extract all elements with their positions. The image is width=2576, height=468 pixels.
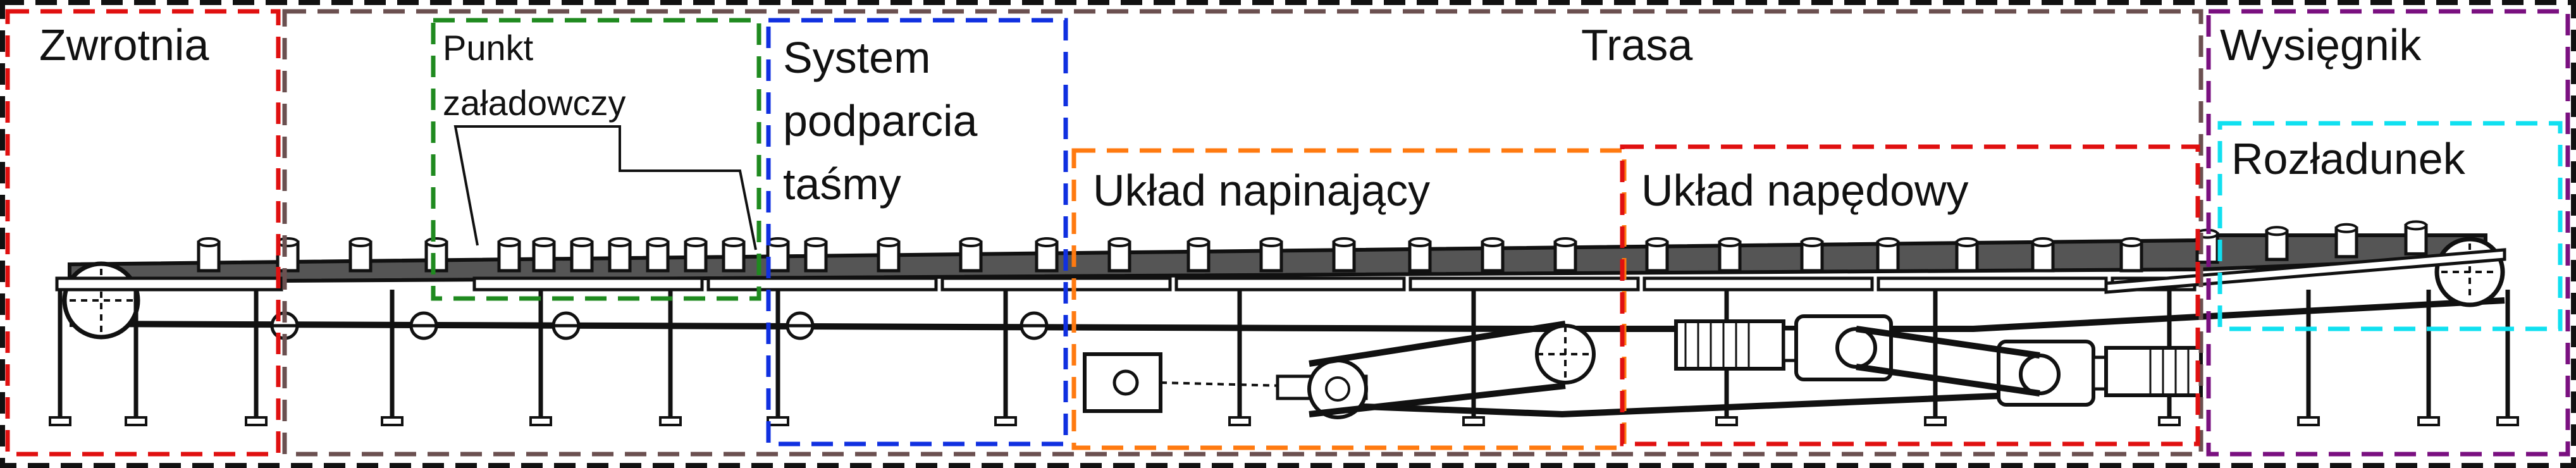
- idler-cap: [425, 237, 448, 247]
- idler-cap: [2335, 223, 2358, 233]
- leg-foot: [2158, 416, 2181, 426]
- idler-cap: [2031, 237, 2054, 247]
- label-zwrotnia: Zwrotnia: [39, 20, 209, 70]
- idler-cap: [1408, 237, 1431, 247]
- leg-foot: [245, 416, 268, 426]
- idler-roll: [1408, 240, 1432, 273]
- frame-rail: [472, 276, 704, 292]
- label-system-line2: podparcia: [783, 96, 978, 145]
- idler-cap: [533, 237, 555, 247]
- frame-rail: [706, 276, 938, 292]
- label-punkt-line2: załadowczy: [443, 83, 626, 123]
- leg-foot: [767, 416, 789, 426]
- leg-foot: [659, 416, 682, 426]
- conveyor-machine: [49, 125, 2519, 426]
- leg-foot: [2417, 416, 2440, 426]
- idler-cap: [1481, 237, 1504, 247]
- idler-roll: [1800, 240, 1824, 273]
- leg-foot: [2297, 416, 2320, 426]
- idler-cap: [276, 237, 299, 247]
- idler-cap: [498, 237, 521, 247]
- label-system-line1: System: [783, 33, 930, 82]
- idler-cap: [1260, 237, 1283, 247]
- idler-cap: [722, 237, 745, 247]
- idler-cap: [1877, 237, 1899, 247]
- frame-rail: [940, 276, 1172, 292]
- leg-foot: [529, 416, 552, 426]
- idler-cap: [349, 237, 372, 247]
- boom-rail: [2104, 248, 2506, 294]
- idler-roll: [1876, 240, 1900, 273]
- frame-rail: [55, 276, 283, 292]
- return-idlers: [270, 311, 1049, 340]
- idler-cap: [2120, 237, 2143, 247]
- leg-foot: [1462, 416, 1485, 426]
- idler-cap: [1646, 237, 1668, 247]
- leg-foot: [1228, 416, 1251, 426]
- loading-point-leader: [453, 125, 757, 250]
- label-rozladunek: Rozładunek: [2231, 134, 2466, 183]
- label-punkt-line1: Punkt: [443, 28, 534, 68]
- idler-cap: [959, 237, 982, 247]
- frame-rail: [1174, 276, 1406, 292]
- leg-foot: [381, 416, 404, 426]
- carrying-idlers: [197, 220, 2428, 273]
- leg-foot: [994, 416, 1017, 426]
- leg-foot: [49, 416, 71, 426]
- frame-rail: [1877, 276, 2108, 292]
- trasa-frame: [282, 9, 2203, 457]
- head-pulley: [2434, 237, 2505, 307]
- idler-cap: [1801, 237, 1823, 247]
- idler-cap: [2405, 220, 2427, 231]
- system-frame: [766, 18, 1068, 446]
- idler-cap: [1718, 237, 1741, 247]
- leg-foot: [2496, 416, 2519, 426]
- napedowy-frame: [1620, 144, 2200, 446]
- idler-roll: [684, 240, 708, 273]
- punkt-frame: [431, 18, 761, 301]
- leg-foot: [125, 416, 147, 426]
- idler-cap: [684, 237, 707, 247]
- tail-pulley: [62, 261, 140, 340]
- idler-cap: [1187, 237, 1210, 247]
- zwrotnia-frame: [5, 9, 281, 457]
- leg-foot: [1715, 416, 1738, 426]
- support-legs: [49, 290, 2519, 426]
- rozladunek-frame: [2217, 121, 2563, 331]
- idler-cap: [1333, 237, 1355, 247]
- label-napinajacy: Układ napinający: [1093, 166, 1430, 215]
- idler-cap: [1554, 237, 1577, 247]
- idler-cap: [646, 237, 669, 247]
- idler-cap: [197, 237, 220, 247]
- idler-cap: [804, 237, 827, 247]
- frame-rail: [1642, 276, 1874, 292]
- idler-cap: [570, 237, 593, 247]
- idler-cap: [2265, 226, 2288, 237]
- leg-foot: [1924, 416, 1947, 426]
- label-system-line3: taśmy: [783, 159, 901, 209]
- label-trasa: Trasa: [1581, 20, 1692, 70]
- label-wysiegnik: Wysięgnik: [2220, 20, 2422, 70]
- idler-cap: [767, 237, 789, 247]
- idler-cap: [877, 237, 900, 247]
- frame-rail: [1408, 276, 1640, 292]
- idler-cap: [1956, 237, 1978, 247]
- idler-cap: [608, 237, 631, 247]
- idler-cap: [1035, 237, 1058, 247]
- tensioning-unit: [1083, 321, 1596, 419]
- return-belt-lower: [1315, 389, 2088, 418]
- label-napedowy: Układ napędowy: [1641, 166, 1969, 215]
- idler-cap: [1108, 237, 1131, 247]
- idler-roll: [2031, 240, 2055, 273]
- wysiegnik-frame: [2206, 9, 2570, 457]
